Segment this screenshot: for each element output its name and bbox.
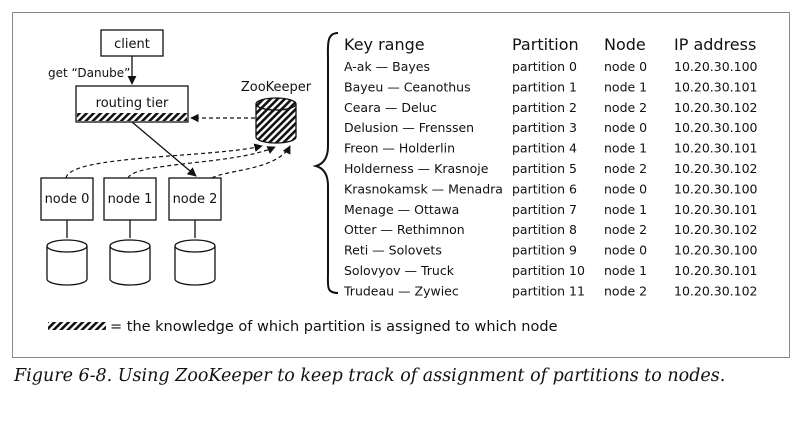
table-cell-node: node 1	[604, 79, 647, 94]
table-header-row: Key range Partition Node IP address	[344, 35, 756, 54]
table-brace	[312, 32, 339, 294]
zookeeper-label: ZooKeeper	[241, 80, 312, 95]
routing-tier-label: routing tier	[96, 96, 169, 111]
table-cell-partition: partition 4	[512, 141, 577, 156]
table-cell-node: node 0	[604, 243, 647, 258]
table-body: A-ak — Bayes partition 0 node 0 10.20.30.10…	[343, 59, 758, 298]
table-cell-key-range: Reti — Solovets	[344, 243, 442, 258]
table-row: Ceara — Deluc partition 2 node 2 10.20.30.1…	[344, 100, 758, 115]
table-cell-key-range: Solovyov — Truck	[344, 263, 455, 278]
node1-to-zookeeper-arrow	[127, 146, 276, 179]
node-1-database-icon	[109, 239, 151, 286]
client-label: client	[114, 37, 150, 52]
table-cell-node: node 0	[604, 59, 647, 74]
table-row: Bayeu — Ceanothus partition 1 node 1 10.20.…	[344, 79, 758, 94]
table-cell-node: node 2	[604, 222, 647, 237]
table-row: Menage — Ottawa partition 7 node 1 10.20.30…	[344, 202, 758, 217]
table-cell-ip-address: 10.20.30.100	[674, 120, 758, 135]
table-cell-key-range: Ceara — Deluc	[344, 100, 437, 115]
node-1: node 1	[103, 177, 157, 221]
table-cell-partition: partition 5	[512, 161, 577, 176]
routing-tier-hatch	[77, 113, 187, 121]
node-0-label: node 0	[45, 192, 90, 207]
table-cell-ip-address: 10.20.30.102	[674, 222, 758, 237]
table-row: Reti — Solovets partition 9 node 0 10.20.30…	[344, 243, 758, 258]
table-cell-node: node 2	[604, 283, 647, 298]
table-cell-partition: partition 10	[512, 263, 585, 278]
table-row: Holderness — Krasnoje partition 5 node 2 10…	[344, 161, 758, 176]
table-cell-partition: partition 8	[512, 222, 577, 237]
figure-frame	[12, 12, 790, 358]
request-label: get “Danube”	[48, 66, 130, 80]
table-cell-key-range: Freon — Holderlin	[344, 141, 455, 156]
table-cell-partition: partition 11	[512, 283, 585, 298]
legend-text: = the knowledge of which partition is as…	[110, 319, 558, 335]
table-cell-key-range: Holderness — Krasnoje	[344, 161, 489, 176]
table-cell-ip-address: 10.20.30.101	[674, 141, 758, 156]
table-row: Delusion — Frenssen partition 3 node 0 10.2…	[344, 120, 758, 135]
client-box: client	[100, 29, 164, 57]
zookeeper-cylinder	[255, 97, 297, 144]
table-row: Trudeau — Zywiec partition 11 node 2 10.20.…	[343, 283, 758, 298]
table-cell-node: node 1	[604, 141, 647, 156]
table-cell-ip-address: 10.20.30.101	[674, 79, 758, 94]
table-cell-ip-address: 10.20.30.100	[674, 181, 758, 196]
table-cell-key-range: Otter — Rethimnon	[344, 222, 465, 237]
table-cell-ip-address: 10.20.30.100	[674, 59, 758, 74]
node-2: node 2	[168, 177, 222, 221]
table-cell-ip-address: 10.20.30.102	[674, 161, 758, 176]
header-node: Node	[604, 35, 646, 54]
node-2-label: node 2	[173, 192, 218, 207]
table-cell-node: node 1	[604, 202, 647, 217]
table-cell-key-range: A-ak — Bayes	[344, 59, 430, 74]
table-cell-partition: partition 9	[512, 243, 577, 258]
table-cell-ip-address: 10.20.30.101	[674, 263, 758, 278]
table-cell-node: node 0	[604, 181, 647, 196]
table-cell-node: node 1	[604, 263, 647, 278]
table-row: Krasnokamsk — Menadra partition 6 node 0 10…	[344, 181, 758, 196]
figure-caption: Figure 6-8. Using ZooKeeper to keep trac…	[14, 366, 726, 386]
table-cell-key-range: Bayeu — Ceanothus	[344, 79, 471, 94]
legend-hatch-swatch	[48, 322, 106, 330]
table-cell-partition: partition 1	[512, 79, 577, 94]
table-cell-ip-address: 10.20.30.101	[674, 202, 758, 217]
node-0: node 0	[40, 177, 94, 221]
table-cell-ip-address: 10.20.30.102	[674, 100, 758, 115]
table-row: Freon — Holderlin partition 4 node 1 10.20.…	[344, 141, 758, 156]
table-cell-partition: partition 2	[512, 100, 577, 115]
routing-to-node2-arrow	[131, 121, 197, 177]
node2-to-zookeeper-arrow	[211, 145, 291, 179]
node0-to-zookeeper-arrow	[65, 143, 263, 179]
table-cell-ip-address: 10.20.30.102	[674, 283, 758, 298]
table-cell-node: node 2	[604, 100, 647, 115]
table-cell-partition: partition 0	[512, 59, 577, 74]
node-0-database-icon	[46, 239, 88, 286]
legend: = the knowledge of which partition is as…	[48, 319, 558, 335]
table-row: Solovyov — Truck partition 10 node 1 10.20.…	[344, 263, 758, 278]
table-cell-key-range: Menage — Ottawa	[344, 202, 459, 217]
table-cell-node: node 2	[604, 161, 647, 176]
table-cell-node: node 0	[604, 120, 647, 135]
table-cell-ip-address: 10.20.30.100	[674, 243, 758, 258]
table-cell-key-range: Krasnokamsk — Menadra	[344, 181, 503, 196]
header-ip-address: IP address	[674, 35, 756, 54]
table-cell-partition: partition 7	[512, 202, 577, 217]
node-1-label: node 1	[108, 192, 153, 207]
table-row: Otter — Rethimnon partition 8 node 2 10.20.…	[344, 222, 758, 237]
routing-tier-box: routing tier	[75, 85, 189, 123]
table-cell-partition: partition 3	[512, 120, 577, 135]
table-cell-key-range: Trudeau — Zywiec	[343, 283, 459, 298]
header-key-range: Key range	[344, 35, 425, 54]
table-row: A-ak — Bayes partition 0 node 0 10.20.30.10…	[344, 59, 758, 74]
table-cell-partition: partition 6	[512, 181, 577, 196]
table-cell-key-range: Delusion — Frenssen	[344, 120, 474, 135]
header-partition: Partition	[512, 35, 579, 54]
node-2-database-icon	[174, 239, 216, 286]
